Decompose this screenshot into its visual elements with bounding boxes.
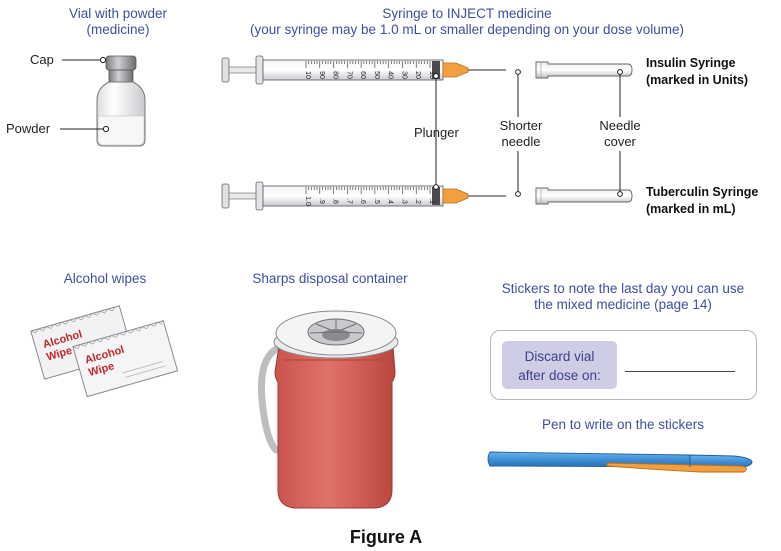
vial-title-line2: (medicine) — [86, 22, 150, 37]
insulin-scale-number: 50 — [373, 71, 380, 79]
tuberculin-syringe: 1.0 .9 .8 .7 .6 .5 .4 .3 .2 .1 — [221, 181, 506, 211]
tuberculin-plunger-tip — [432, 187, 440, 205]
discard-sticker-label: Discard vial after dose on: — [502, 341, 617, 389]
alcohol-wipes-title: Alcohol wipes — [63, 271, 147, 286]
sharps-disposal-container — [257, 310, 399, 509]
sharps-body — [274, 345, 396, 509]
stickers-title-line2: the mixed medicine (page 14) — [534, 297, 712, 312]
insulin-scale-number: 20 — [414, 71, 421, 79]
vial-title-line1: Vial with powder — [68, 6, 168, 21]
pen-clip — [606, 462, 747, 473]
vial-powder — [97, 115, 145, 146]
insulin-needle-hub — [442, 62, 469, 78]
alcohol-wipe-front: Alcohol Wipe — [72, 320, 179, 398]
discard-sticker-line1: Discard vial — [524, 349, 595, 364]
tuberculin-scale-ticks — [305, 187, 431, 194]
insulin-scale-number: 90 — [318, 71, 325, 79]
marker-pen — [487, 451, 753, 473]
insulin-scale-number: 70 — [345, 71, 352, 79]
insulin-scale-number: 30 — [400, 71, 407, 79]
shorter-needle-label-line2: needle — [501, 134, 541, 149]
tuberculin-scale-number: .4 — [387, 198, 394, 204]
figure-caption: Figure A — [349, 527, 423, 547]
insulin-syringe-label-line1: Insulin Syringe — [646, 56, 736, 70]
shorter-needle-label-line1: Shorter — [499, 118, 543, 133]
insulin-plunger-thumb — [221, 57, 230, 83]
syringe-leader-lines — [433, 69, 623, 197]
insulin-scale-number: 80 — [332, 71, 339, 79]
insulin-scale-numbers: 10 90 80 70 60 50 40 30 20 10 — [304, 71, 435, 79]
insulin-scale-number: 10 — [428, 71, 435, 79]
needle-cover-label-line2: cover — [604, 134, 636, 149]
insulin-scale-number: 10 — [304, 71, 311, 79]
tuberculin-plunger-thumb — [221, 183, 230, 209]
insulin-scale-number: 40 — [387, 71, 394, 79]
insulin-syringe: 10 90 80 70 60 50 40 30 20 10 — [221, 55, 506, 85]
insulin-scale-number: 60 — [359, 71, 366, 79]
tuberculin-scale-number: .5 — [373, 198, 380, 204]
syringe-title-line1: Syringe to INJECT medicine — [382, 6, 552, 21]
sharps-container-title: Sharps disposal container — [252, 271, 408, 286]
syringe-title-line2: (your syringe may be 1.0 mL or smaller d… — [250, 22, 684, 37]
tuberculin-scale-number: .7 — [345, 198, 352, 204]
medicine-vial — [60, 55, 146, 147]
tuberculin-needle-hub — [442, 188, 469, 204]
insulin-plunger-tip — [432, 61, 440, 79]
insulin-needle-cover — [535, 61, 633, 79]
tuberculin-scale-number: .9 — [318, 198, 325, 204]
pen-title: Pen to write on the stickers — [541, 417, 705, 432]
vial-cap — [105, 55, 137, 71]
tuberculin-scale-number: .3 — [400, 198, 407, 204]
discard-sticker: Discard vial after dose on: — [490, 330, 757, 400]
discard-date-write-line — [625, 371, 735, 372]
tuberculin-scale-number: .2 — [414, 198, 421, 204]
discard-sticker-line2: after dose on: — [518, 368, 601, 383]
insulin-syringe-label-line2: (marked in Units) — [646, 73, 749, 87]
insulin-flange — [255, 55, 264, 85]
tuberculin-flange — [255, 181, 264, 211]
tuberculin-syringe-label-line1: Tuberculin Syringe — [646, 185, 759, 199]
needle-cover-label-line1: Needle — [599, 118, 641, 133]
tuberculin-syringe-label-line2: (marked in mL) — [646, 202, 736, 216]
sharps-hinge-strap — [257, 342, 288, 454]
tuberculin-plunger-rod — [228, 192, 260, 200]
tuberculin-scale-number: .1 — [428, 198, 435, 204]
insulin-scale-ticks — [305, 61, 431, 68]
insulin-plunger-rod — [228, 66, 260, 74]
tuberculin-scale-numbers: 1.0 .9 .8 .7 .6 .5 .4 .3 .2 .1 — [304, 196, 435, 206]
tuberculin-needle-cover — [535, 187, 633, 205]
vial-neck — [108, 69, 134, 83]
powder-label: Powder — [6, 121, 51, 136]
stickers-title-line1: Stickers to note the last day you can us… — [501, 281, 745, 296]
tuberculin-scale-number: .8 — [332, 198, 339, 204]
cap-label: Cap — [30, 52, 54, 67]
tuberculin-scale-number: .6 — [359, 198, 366, 204]
tuberculin-scale-number: 1.0 — [304, 196, 311, 206]
